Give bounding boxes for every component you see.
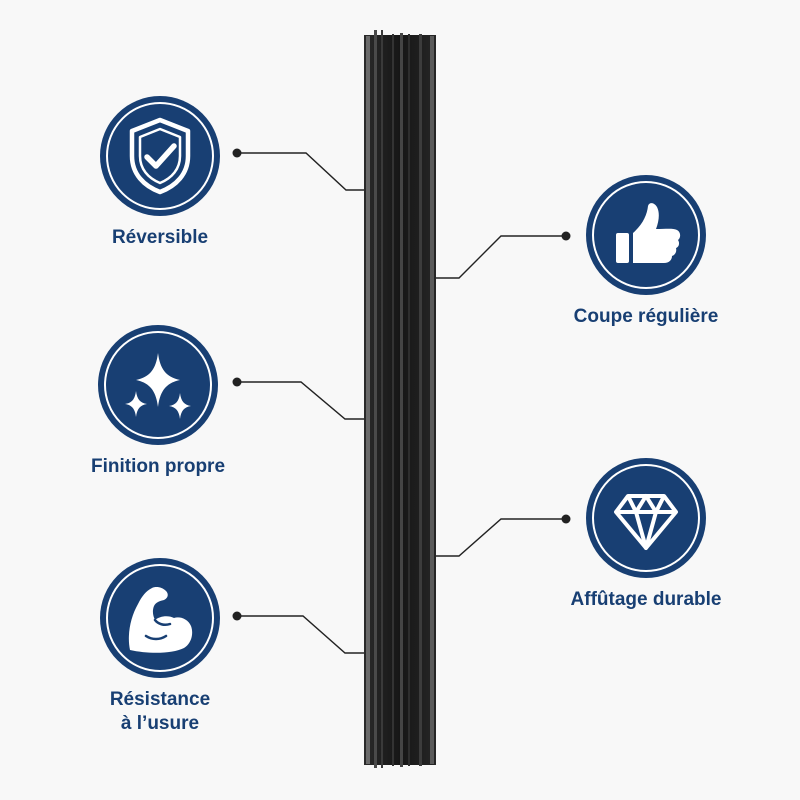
badge-resistance [100,558,220,678]
sparkles-icon [125,353,191,419]
feature-finition: Finition propre [58,325,258,479]
shield-check-icon [129,117,191,195]
badge-finition [98,325,218,445]
connector-resistance [237,615,372,654]
flexed-arm-icon [128,587,193,653]
connector-coupe [430,235,566,279]
feature-coupe: Coupe régulière [546,175,746,329]
feature-resistance: Résistance à l’usure [60,558,260,736]
connector-finition [237,381,372,420]
connector-affutage [430,518,566,557]
feature-label: Réversible [60,226,260,250]
connector-dot [561,231,571,241]
feature-label-line: Finition propre [90,456,226,477]
feature-label-line: à l’usure [120,713,200,734]
connector-reversible [237,152,372,191]
badge-affutage [586,458,706,578]
diamond-icon [614,494,678,550]
connector-dot [232,611,242,621]
feature-label: Résistance à l’usure [60,688,260,736]
feature-label-line: Réversible [111,227,209,248]
feature-label: Coupe régulière [546,305,746,329]
feature-label: Finition propre [58,455,258,479]
connector-dot [232,148,242,158]
planer-blade [364,30,436,768]
feature-reversible: Réversible [60,96,260,250]
feature-label: Affûtage durable [546,588,746,612]
badge-reversible [100,96,220,216]
connector-dot [561,514,571,524]
feature-label-line: Résistance [109,689,211,710]
feature-label-line: Affûtage durable [570,589,722,610]
feature-affutage: Affûtage durable [546,458,746,612]
connector-dot [232,377,242,387]
thumbs-up-icon [616,203,681,263]
feature-label-line: Coupe régulière [573,306,719,327]
badge-coupe [586,175,706,295]
